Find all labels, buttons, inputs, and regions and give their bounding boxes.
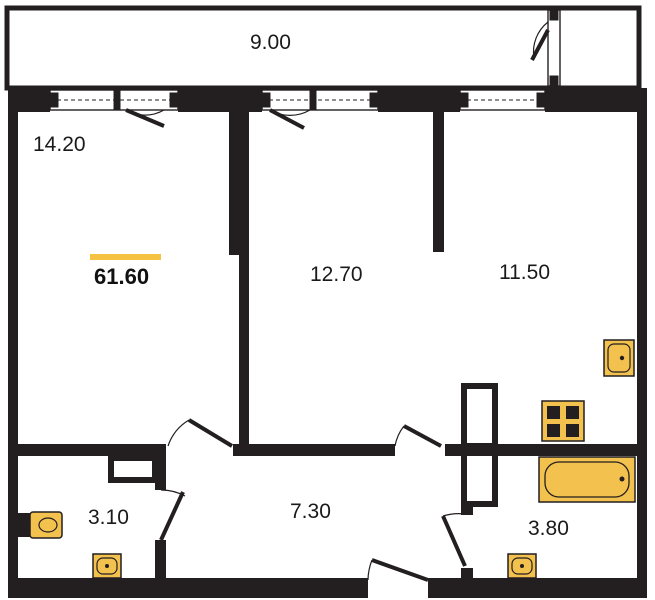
wall-segment (8, 578, 368, 598)
door-icon (159, 489, 186, 541)
wall-segment (428, 578, 647, 598)
balcony-area-label: 9.00 (250, 31, 291, 54)
bathroom-2-area-label: 3.80 (528, 517, 569, 540)
wall-segment (155, 540, 166, 580)
window-icon (49, 89, 179, 111)
wall-segment (545, 88, 647, 112)
sink-icon (603, 339, 635, 377)
total-area-label: 61.60 (94, 264, 150, 289)
window-icon (261, 89, 379, 111)
wall-segment (8, 88, 18, 598)
wall-segment (637, 88, 647, 598)
door-icon (167, 418, 234, 448)
window-icon (459, 89, 546, 111)
bathroom-1-area-label: 3.10 (88, 506, 129, 529)
toilet-icon (18, 511, 63, 539)
sink-icon (507, 553, 537, 579)
door-icon (530, 21, 550, 61)
wall-segment (433, 112, 444, 252)
kitchen-area-label: 11.50 (499, 261, 550, 284)
bathtub-icon (538, 456, 636, 503)
room-1-area-label: 14.20 (33, 133, 86, 156)
window-icon (547, 9, 561, 87)
room-2-area-label: 12.70 (310, 263, 363, 286)
sink-icon (92, 553, 122, 579)
hallway-area-label: 7.30 (290, 500, 331, 523)
door-icon (367, 558, 429, 582)
wall-segment (229, 112, 240, 255)
wall-segment (155, 450, 166, 490)
wall-segment (233, 444, 395, 456)
wall-segment (18, 444, 166, 456)
wall-segment (178, 88, 262, 112)
stove-icon (541, 400, 585, 442)
door-icon (125, 108, 165, 128)
door-icon (394, 424, 442, 448)
balcony-outline (4, 5, 642, 91)
door-icon (441, 513, 467, 567)
wall-segment (461, 505, 473, 515)
total-area-accent (90, 254, 161, 260)
ventilation-shafts (108, 383, 498, 507)
wall-segment (461, 568, 473, 580)
door-icon (269, 108, 311, 130)
wall-segment (239, 112, 249, 452)
wall-segment (378, 88, 460, 112)
